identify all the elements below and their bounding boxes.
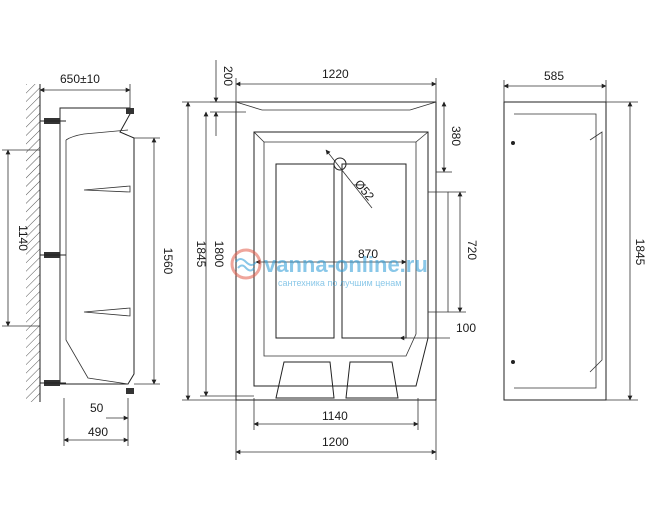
tub-outline [59,107,135,385]
top-offset-label: 100 [456,321,476,335]
side-base-label: 490 [88,425,108,439]
drain-circle [333,157,347,171]
side-leg-label: 50 [90,401,104,415]
tub-outer-rim [235,101,437,401]
tub-floor [263,141,417,357]
side-cutout [428,191,449,313]
watermark-logo [230,248,262,280]
side-depth-label: 650±10 [60,72,100,86]
front-inner-edge [514,113,597,389]
front-hole-top [511,141,515,145]
mount-bolt-top [40,118,66,124]
front-view: 585 1845 [503,69,647,401]
front-side-relief [589,131,603,373]
top-floor-width-label: 1140 [322,409,348,423]
top-bottom-width-label: 1200 [322,435,349,449]
bracket-lower [83,307,131,317]
bracket-upper [83,185,131,193]
headrest-left [275,361,335,399]
headrest-right [345,361,399,399]
side-height-label: 1140 [16,225,30,251]
tub-inner-profile [65,140,129,385]
front-width-label: 585 [544,69,564,83]
floor-panel-right [341,163,407,339]
floor-panel-left [275,163,335,339]
top-inner-length-label: 1800 [212,241,226,268]
side-view: 650±10 1140 1560 50 490 [2,72,175,446]
front-outline [503,101,607,401]
mount-bolt-bottom [40,380,66,386]
top-margin-label: 200 [221,66,235,86]
front-hole-bottom [511,360,515,364]
drain-label: Ø52 [352,177,378,204]
rim-clip-bottom [126,388,134,394]
top-width-label: 1220 [322,67,349,81]
top-corner-label: 380 [449,126,463,146]
top-window-label: 720 [465,240,479,260]
rim-clip-top [126,108,134,114]
front-height-label: 1845 [633,239,647,266]
watermark-tagline: сантехника по лучшим ценам [278,278,401,288]
top-inner-width-label: 870 [358,247,378,261]
watermark: vanna-online.ru сантехника по лучшим цен… [230,248,428,288]
wall-hatch [26,84,40,402]
tub-rim [65,129,129,141]
watermark-brand: vanna-online.ru [264,252,428,277]
tub-inner-basin [253,131,429,387]
side-outer-label: 1560 [161,248,175,275]
mount-bolt-mid [40,252,66,258]
